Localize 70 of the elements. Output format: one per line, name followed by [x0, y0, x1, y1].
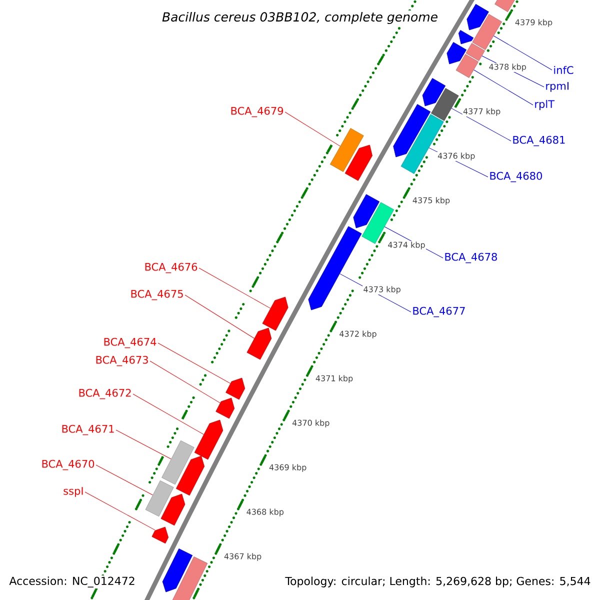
kbp-label: 4370 kbp	[291, 419, 330, 428]
leader-line	[150, 360, 220, 404]
kbp-label: 4373 kbp	[362, 286, 402, 294]
gene-block	[216, 398, 235, 419]
gene-block	[458, 30, 474, 44]
kbp-label: 4372 kbp	[338, 330, 378, 339]
gene-box	[472, 14, 502, 50]
gene-block	[194, 420, 224, 460]
kbp-label: 4367 kbp	[223, 552, 262, 562]
gene-label: rpmI	[546, 82, 568, 92]
accession-note: Accession: NC_012472	[8, 576, 136, 588]
gene-block	[466, 4, 489, 30]
gene-label: BCA_4679	[231, 106, 284, 118]
gene-label: BCA_4678	[445, 252, 497, 264]
gene-block	[393, 104, 431, 158]
gene-label: BCA_4677	[413, 306, 465, 318]
leader-line	[132, 394, 204, 435]
title: Bacillus cereus 03BB102, complete genome	[160, 10, 440, 26]
gene-box	[330, 128, 364, 172]
kbp-label: 4369 kbp	[268, 464, 308, 472]
gene-block	[262, 296, 288, 331]
leader-line	[96, 464, 153, 496]
leader-line	[198, 268, 271, 309]
leader-line	[284, 112, 340, 146]
gene-block	[344, 144, 372, 181]
gene-block	[162, 548, 193, 592]
gene-block	[422, 78, 446, 106]
gene-block	[176, 456, 205, 496]
gene-block	[246, 328, 272, 360]
gene-label: BCA_4672	[79, 388, 131, 400]
gene-label: infC	[554, 66, 574, 74]
gene-box	[466, 43, 485, 61]
gene-box	[431, 88, 459, 121]
gene-label: BCA_4680	[490, 172, 542, 182]
gene-label: BCA_4676	[145, 262, 198, 274]
leader-line	[158, 342, 231, 384]
leader-line	[84, 492, 156, 530]
kbp-label: 4374 kbp	[387, 241, 426, 250]
gene-box	[162, 440, 194, 485]
gene-box	[171, 556, 208, 600]
leader-line	[474, 70, 534, 106]
kbp-label: 4379 kbp	[514, 18, 554, 28]
gene-label: BCA_4670	[42, 460, 94, 470]
kbp-label: 4378 kbp	[488, 63, 528, 72]
kbp-label: 4376 kbp	[436, 152, 476, 161]
kbp-label: 4377 kbp	[462, 108, 502, 116]
gene-label: rplT	[535, 100, 555, 110]
gene-block	[152, 526, 169, 544]
gene-label: BCA_4681	[513, 136, 565, 146]
gene-box	[494, 0, 516, 12]
gene-label: BCA_4674	[104, 338, 156, 348]
gene-block	[353, 194, 380, 228]
gene-label: BCA_4671	[62, 424, 114, 436]
gene-box	[145, 480, 174, 517]
gene-block	[226, 378, 246, 400]
gene-label: sspI	[64, 487, 83, 497]
gene-box	[456, 54, 479, 78]
leader-line	[493, 36, 552, 70]
leader-line	[184, 294, 254, 339]
kbp-label: 4368 kbp	[246, 508, 285, 517]
leader-line	[451, 108, 512, 142]
gene-label: BCA_4673	[96, 356, 148, 366]
genome-info-note: Topology: circular; Length: 5,269,628 bp; Genes: 5,544	[284, 576, 592, 588]
kbp-label: 4371 kbp	[314, 374, 354, 384]
gene-block	[446, 42, 467, 64]
gene-block	[160, 494, 186, 526]
kbp-label: 4375 kbp	[412, 196, 451, 206]
leader-line	[116, 430, 172, 460]
gene-label: BCA_4675	[131, 290, 183, 300]
gene-block	[308, 226, 362, 310]
